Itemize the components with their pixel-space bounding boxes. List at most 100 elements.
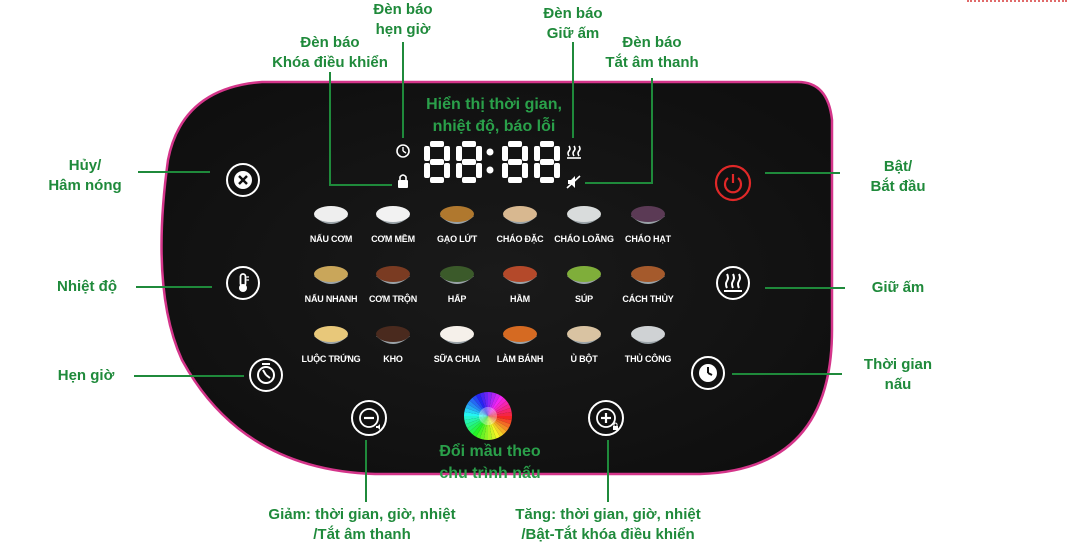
display-segment <box>430 159 444 165</box>
menu-item-image <box>314 266 348 284</box>
display-segment <box>430 177 444 183</box>
cancel-button[interactable] <box>226 163 260 197</box>
color-ring-slice <box>488 404 511 416</box>
menu-item-label: GẠO LỨT <box>436 234 478 244</box>
cancel-x-icon <box>238 175 248 185</box>
callout-minus: Giảm: thời gian, giờ, nhiệt /Tắt âm than… <box>252 505 472 545</box>
callout-mute-line2: Tắt âm thanh <box>605 54 699 71</box>
menu-item-label: NẤU NHANH <box>304 294 358 304</box>
display-note-line2: nhiệt độ, báo lỗi <box>432 118 556 135</box>
display-segment <box>502 163 508 178</box>
menu-item-image <box>503 206 537 224</box>
color-ring-slice <box>488 416 509 432</box>
leader-mute-indicator <box>585 78 653 184</box>
display-segment <box>476 146 482 161</box>
menu-item-label: SÚP <box>575 294 593 304</box>
food-shape <box>631 266 665 282</box>
cook-time-button[interactable] <box>691 356 725 390</box>
callout-timer: Hẹn giờ <box>40 366 132 386</box>
menu-item-label: CÁCH THỦY <box>622 294 674 304</box>
color-ring-slice <box>483 416 488 440</box>
menu-item-image <box>440 266 474 284</box>
display-colon-dot <box>486 148 494 156</box>
callout-cancel: Hủy/ Hâm nóng <box>40 156 130 196</box>
color-ring-slice <box>488 392 497 416</box>
color-ring-slice <box>488 393 500 416</box>
keep-warm-button[interactable] <box>716 266 750 300</box>
power-button[interactable] <box>714 164 752 202</box>
menu-item-label: CHÁO LOÃNG <box>554 234 614 244</box>
clock-icon <box>699 364 717 382</box>
callout-plus-line2: /Bật-Tắt khóa điều khiển <box>521 526 695 543</box>
plus-icon <box>596 408 618 430</box>
seven-segment-display <box>424 141 560 183</box>
display-segment <box>522 163 528 178</box>
color-ring-slice <box>476 393 488 416</box>
food-shape <box>376 206 410 222</box>
color-ring-slice <box>488 395 504 416</box>
color-ring-slice <box>488 416 511 428</box>
menu-item-label: HẤP <box>447 294 467 304</box>
menu-item-image <box>376 326 410 344</box>
timer-button[interactable] <box>249 358 283 392</box>
callout-timer-indicator: Đèn báo hẹn giờ <box>355 0 451 40</box>
food-shape <box>567 326 601 342</box>
menu-item-image <box>440 326 474 344</box>
minus-button[interactable] <box>351 400 387 436</box>
display-segment <box>456 163 462 178</box>
display-segment <box>534 146 540 161</box>
menu-item-label: SỮA CHUA <box>433 354 481 364</box>
food-shape <box>440 266 474 282</box>
color-ring-slice <box>488 416 504 437</box>
menu-item-label: CHÁO ĐẶC <box>496 234 544 244</box>
menu-item-label: CƠM TRỘN <box>368 294 418 304</box>
food-shape <box>631 326 665 342</box>
display-segment <box>430 141 444 147</box>
callout-keep-warm: Giữ ấm <box>852 278 944 298</box>
color-ring-slice <box>464 416 488 421</box>
color-ring-slice <box>488 416 500 439</box>
corner-dotted-mark <box>967 0 1067 4</box>
color-ring-slice <box>469 397 488 416</box>
color-ring-slice <box>488 392 493 416</box>
display-segment <box>534 163 540 178</box>
menu-item-image <box>631 206 665 224</box>
power-icon <box>723 174 743 194</box>
callout-plus: Tăng: thời gian, giờ, nhiệt /Bật-Tắt khó… <box>496 505 720 545</box>
temperature-button[interactable] <box>226 266 260 300</box>
color-ring-slice <box>472 395 488 416</box>
plus-button[interactable] <box>588 400 624 436</box>
callout-lock-line2: Khóa điều khiển <box>272 54 388 71</box>
menu-item-image <box>567 266 601 284</box>
display-segment <box>462 159 476 165</box>
callout-plus-line1: Tăng: thời gian, giờ, nhiệt <box>515 506 701 523</box>
lock-indicator-icon <box>398 174 408 188</box>
callout-timer-ind-line2: hẹn giờ <box>375 21 431 38</box>
color-ring-slice <box>488 416 493 440</box>
menu-item-image <box>503 326 537 344</box>
display-note-line1: Hiển thị thời gian, <box>426 96 562 113</box>
food-shape <box>376 266 410 282</box>
callout-timer-ind-line1: Đèn báo <box>373 1 433 18</box>
color-ring-slice <box>465 404 488 416</box>
color-ring-slice <box>467 416 488 432</box>
callout-lock-indicator: Đèn báo Khóa điều khiển <box>250 33 410 73</box>
callout-keepwarm-indicator: Đèn báo Giữ ấm <box>525 4 621 44</box>
display-segment <box>508 159 522 165</box>
menu-item-image <box>440 206 474 224</box>
color-ring-slice <box>488 416 497 440</box>
color-ring-slice <box>488 400 509 416</box>
callout-power: Bật/ Bắt đầu <box>848 157 948 197</box>
display-segment <box>444 146 450 161</box>
callout-cancel-line2: Hâm nóng <box>48 177 122 194</box>
display-segment <box>476 163 482 178</box>
menu-item-label: KHO <box>383 354 403 364</box>
color-ring-slice <box>488 416 512 421</box>
food-shape <box>440 206 474 222</box>
color-ring-slice <box>488 411 512 416</box>
display-segment <box>540 141 554 147</box>
color-ring-slice <box>488 407 512 416</box>
food-shape <box>314 266 348 282</box>
callout-mute-line1: Đèn báo <box>622 34 682 51</box>
keepwarm-indicator-icon <box>567 145 581 159</box>
